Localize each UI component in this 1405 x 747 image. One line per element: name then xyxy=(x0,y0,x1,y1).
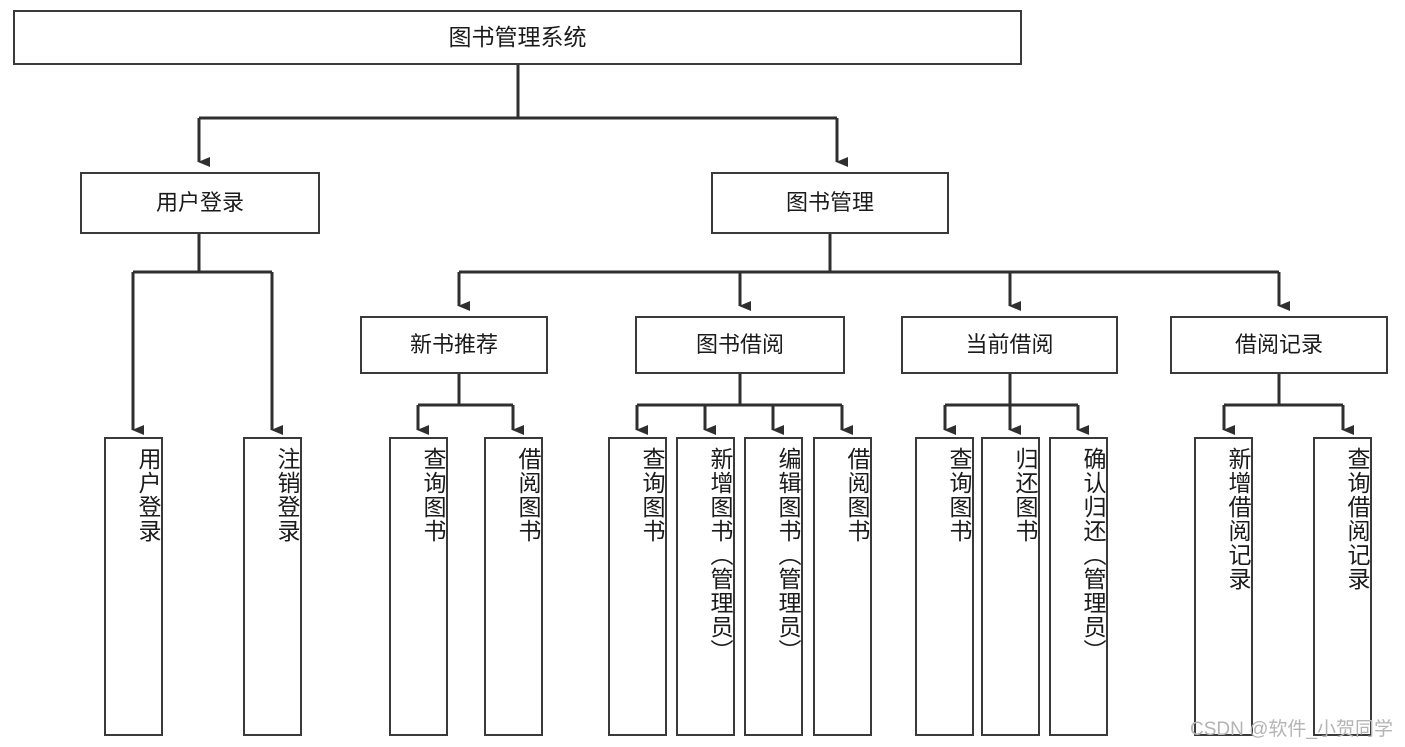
leaf-new-book-query[interactable]: 查询图书 xyxy=(389,437,448,736)
leaf-borrow-record-query[interactable]: 查询借阅记录 xyxy=(1313,437,1372,736)
node-borrow-record-label: 借阅记录 xyxy=(1234,332,1323,358)
leaf-book-borrow-query-label: 查询图书 xyxy=(639,447,665,543)
leaf-user-login-signin[interactable]: 用户登录 xyxy=(104,437,163,736)
leaf-book-borrow-query[interactable]: 查询图书 xyxy=(608,437,667,736)
leaf-new-book-query-label: 查询图书 xyxy=(420,447,446,543)
leaf-current-borrow-query[interactable]: 查询图书 xyxy=(915,437,974,736)
leaf-user-login-signin-label: 用户登录 xyxy=(135,447,161,543)
leaf-book-borrow-lend-label: 借阅图书 xyxy=(844,447,870,543)
node-root-label: 图书管理系统 xyxy=(448,23,587,50)
node-book-management-label: 图书管理 xyxy=(785,190,874,216)
leaf-user-login-signout-label: 注销登录 xyxy=(274,447,300,543)
leaf-user-login-signout[interactable]: 注销登录 xyxy=(243,437,302,736)
leaf-book-borrow-edit-label: 编辑图书（管理员） xyxy=(775,447,801,663)
leaf-current-borrow-confirm-return[interactable]: 确认归还（管理员） xyxy=(1049,437,1108,736)
leaf-new-book-borrow-label: 借阅图书 xyxy=(515,447,541,543)
leaf-book-borrow-edit[interactable]: 编辑图书（管理员） xyxy=(744,437,803,736)
leaf-borrow-record-add[interactable]: 新增借阅记录 xyxy=(1194,437,1253,736)
node-borrow-record[interactable]: 借阅记录 xyxy=(1170,316,1388,374)
leaf-current-borrow-return[interactable]: 归还图书 xyxy=(981,437,1040,736)
node-new-book-recommend-label: 新书推荐 xyxy=(409,332,498,358)
leaf-book-borrow-lend[interactable]: 借阅图书 xyxy=(813,437,872,736)
node-current-borrow[interactable]: 当前借阅 xyxy=(901,316,1118,374)
node-root[interactable]: 图书管理系统 xyxy=(13,10,1022,65)
node-book-borrow-label: 图书借阅 xyxy=(695,332,784,358)
node-book-management[interactable]: 图书管理 xyxy=(711,172,949,234)
node-user-login-label: 用户登录 xyxy=(155,190,244,216)
leaf-current-borrow-confirm-return-label: 确认归还（管理员） xyxy=(1080,447,1106,663)
node-new-book-recommend[interactable]: 新书推荐 xyxy=(360,316,548,374)
leaf-borrow-record-query-label: 查询借阅记录 xyxy=(1344,447,1370,591)
leaf-new-book-borrow[interactable]: 借阅图书 xyxy=(484,437,543,736)
node-user-login[interactable]: 用户登录 xyxy=(80,172,320,234)
leaf-borrow-record-add-label: 新增借阅记录 xyxy=(1225,447,1251,591)
leaf-current-borrow-query-label: 查询图书 xyxy=(946,447,972,543)
leaf-book-borrow-add[interactable]: 新增图书（管理员） xyxy=(676,437,735,736)
leaf-book-borrow-add-label: 新增图书（管理员） xyxy=(707,447,733,663)
leaf-current-borrow-return-label: 归还图书 xyxy=(1012,447,1038,543)
node-book-borrow[interactable]: 图书借阅 xyxy=(635,316,845,374)
node-current-borrow-label: 当前借阅 xyxy=(965,332,1054,358)
